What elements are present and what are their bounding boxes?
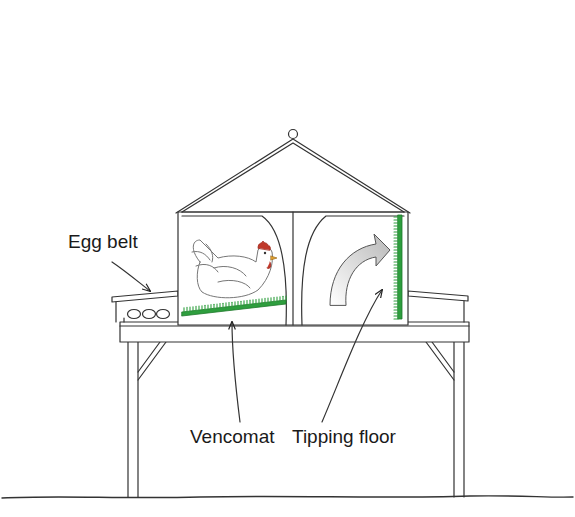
floor-tick [394, 276, 398, 277]
mat-tick [192, 307, 193, 311]
mat-tick [198, 306, 199, 310]
floor-tick [394, 282, 398, 283]
mat-tick [216, 304, 217, 308]
mat-tick [213, 304, 214, 308]
mat-tick [255, 299, 256, 303]
floor-tick [394, 273, 398, 274]
floor-tick [394, 264, 398, 265]
mat-tick [267, 298, 268, 302]
floor-tick [394, 309, 398, 310]
floor-tick [394, 303, 398, 304]
mat-tick [183, 308, 184, 312]
floor-tick [394, 279, 398, 280]
floor-tick [394, 312, 398, 313]
mat-tick [204, 305, 205, 309]
mat-tick [234, 302, 235, 306]
mat-tick [249, 300, 250, 304]
floor-tick [394, 255, 398, 256]
egg-belt-label: Egg belt [68, 231, 138, 253]
floor-tick [394, 288, 398, 289]
mat-tick [270, 298, 271, 302]
floor-tick [394, 315, 398, 316]
floor-tick [394, 306, 398, 307]
mat-tick [261, 299, 262, 303]
mat-tick [240, 301, 241, 305]
floor-tick [394, 246, 398, 247]
floor-tick [394, 258, 398, 259]
vencomat-label: Vencomat [190, 426, 275, 448]
floor-tick [394, 249, 398, 250]
mat-tick [237, 302, 238, 306]
mat-tick [225, 303, 226, 307]
mat-tick [246, 301, 247, 305]
floor-tick [394, 237, 398, 238]
floor-tick [394, 234, 398, 235]
mat-tick [228, 303, 229, 307]
mat-tick [279, 297, 280, 301]
floor-tick [394, 294, 398, 295]
mat-tick [273, 297, 274, 301]
mat-tick [186, 307, 187, 311]
mat-tick [264, 298, 265, 302]
floor-tick [394, 261, 398, 262]
mat-tick [276, 297, 277, 301]
floor-tick [394, 318, 398, 319]
floor-tick [394, 222, 398, 223]
floor-tick [394, 240, 398, 241]
mat-tick [252, 300, 253, 304]
floor-tick [394, 231, 398, 232]
mat-tick [243, 301, 244, 305]
mat-tick [207, 305, 208, 309]
mat-tick [222, 303, 223, 307]
floor-tick [394, 300, 398, 301]
floor-tick [394, 219, 398, 220]
floor-tick [394, 267, 398, 268]
mat-tick [258, 299, 259, 303]
floor-tick [394, 285, 398, 286]
floor-tick [394, 216, 398, 217]
floor-tick [394, 297, 398, 298]
floor-tick [394, 228, 398, 229]
mat-tick [231, 302, 232, 306]
mat-tick [189, 307, 190, 311]
mat-tick [201, 306, 202, 310]
mat-tick [195, 306, 196, 310]
floor-tick [394, 270, 398, 271]
mat-tick [285, 296, 286, 300]
mat-tick [219, 304, 220, 308]
floor-tick [394, 225, 398, 226]
mat-tick [210, 305, 211, 309]
floor-tick [394, 252, 398, 253]
mat-tick [282, 296, 283, 300]
tipping-floor-label: Tipping floor [292, 426, 396, 448]
floor-tick [394, 243, 398, 244]
floor-tick [394, 291, 398, 292]
